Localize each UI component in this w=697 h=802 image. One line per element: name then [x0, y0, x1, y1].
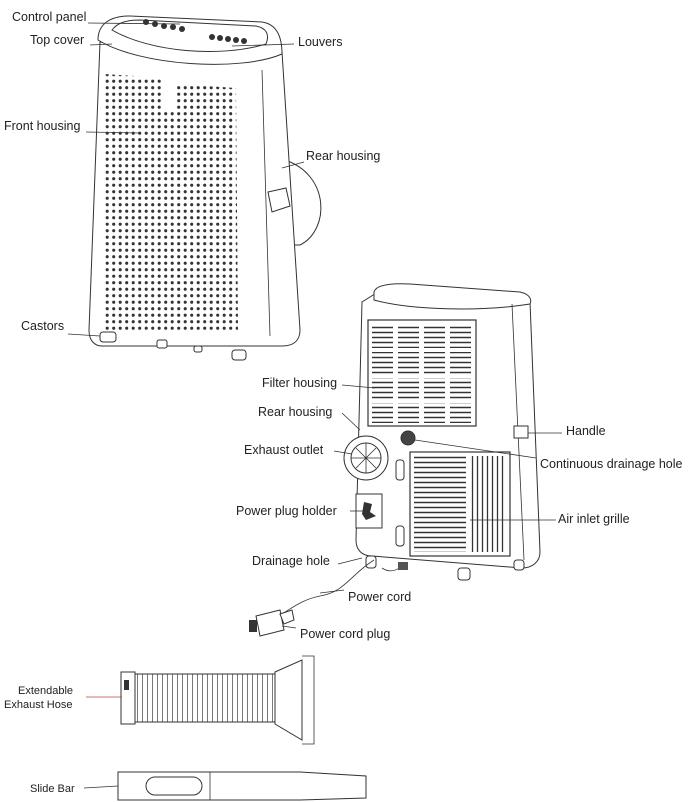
- label-control-panel: Control panel: [12, 10, 86, 24]
- rear-unit-drawing: [249, 283, 541, 637]
- label-power-plug-holder: Power plug holder: [236, 504, 337, 518]
- label-louvers: Louvers: [298, 35, 342, 49]
- label-exhaust-outlet: Exhaust outlet: [244, 443, 324, 457]
- leader-lines: [67, 22, 562, 789]
- rear-handle: [513, 425, 529, 439]
- label-filter-housing: Filter housing: [262, 376, 337, 390]
- power-cord-plug-shape: [249, 609, 295, 637]
- power-cord-line: [277, 559, 375, 617]
- exhaust-hose-drawing: [120, 655, 315, 745]
- label-front-housing: Front housing: [4, 119, 80, 133]
- rear-top-cover: [373, 283, 532, 310]
- front-castors: [99, 331, 247, 361]
- label-extendable-exhaust-hose-line1: Extendable: [18, 685, 73, 697]
- label-handle: Handle: [566, 424, 606, 438]
- slide-bar-drawing: [117, 771, 367, 801]
- label-power-cord: Power cord: [348, 590, 411, 604]
- small-slot-lower: [395, 525, 405, 547]
- label-rear-housing-back: Rear housing: [258, 405, 332, 419]
- rear-housing-bulge: [284, 159, 322, 246]
- label-air-inlet-grille: Air inlet grille: [558, 512, 630, 526]
- continuous-drainage-hole-shape: [400, 430, 416, 446]
- label-slide-bar: Slide Bar: [30, 783, 75, 795]
- label-extendable-exhaust-hose-line2: Exhaust Hose: [4, 699, 72, 711]
- drainage-plug: [398, 562, 408, 570]
- rear-castors: [365, 555, 525, 581]
- label-drainage-hole: Drainage hole: [252, 554, 330, 568]
- label-top-cover: Top cover: [30, 33, 84, 47]
- label-rear-housing-front: Rear housing: [306, 149, 380, 163]
- label-continuous-drainage-hole: Continuous drainage hole: [540, 457, 683, 471]
- label-castors: Castors: [21, 319, 64, 333]
- label-power-cord-plug: Power cord plug: [300, 627, 390, 641]
- front-dot-grille: [104, 74, 238, 330]
- front-unit-drawing: [88, 15, 322, 361]
- small-slot-upper: [395, 459, 405, 481]
- front-handle: [267, 187, 291, 213]
- control-panel-shape: [111, 19, 269, 53]
